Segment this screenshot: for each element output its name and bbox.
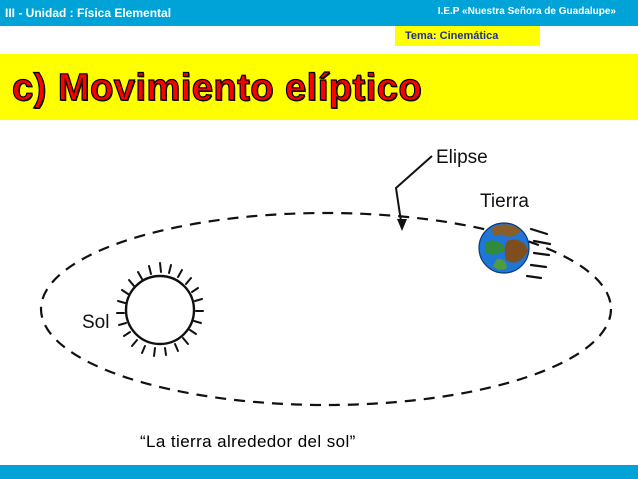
top-header-bar: III - Unidad : Física Elemental I.E.P «N… bbox=[0, 0, 638, 26]
ellipse-pointer-line bbox=[394, 155, 433, 229]
sun-label: Sol bbox=[82, 312, 109, 333]
earth-motion-lines bbox=[525, 227, 552, 280]
title-band: c) Movimiento elíptico bbox=[0, 54, 638, 120]
slide-title: c) Movimiento elíptico bbox=[11, 66, 423, 109]
caption-text: “La tierra alrededor del sol” bbox=[140, 432, 356, 451]
unit-label: III - Unidad : Física Elemental bbox=[5, 6, 172, 20]
sun-rays bbox=[116, 262, 204, 357]
bottom-footer-bar bbox=[0, 465, 638, 479]
orbit-ellipse bbox=[39, 211, 613, 407]
earth-label: Tierra bbox=[480, 191, 529, 212]
topic-bar: Tema: Cinemática bbox=[395, 26, 540, 46]
elliptical-motion-diagram: Elipse Tierra Sol bbox=[0, 120, 638, 465]
ellipse-pointer-arrowhead bbox=[397, 219, 407, 231]
topic-label: Tema: Cinemática bbox=[405, 30, 499, 42]
ellipse-label: Elipse bbox=[436, 147, 488, 168]
diagram-svg: Elipse Tierra Sol bbox=[39, 147, 613, 407]
earth-icon bbox=[478, 222, 530, 274]
school-label: I.E.P «Nuestra Señora de Guadalupe» bbox=[437, 6, 616, 17]
sun-circle bbox=[124, 274, 196, 346]
